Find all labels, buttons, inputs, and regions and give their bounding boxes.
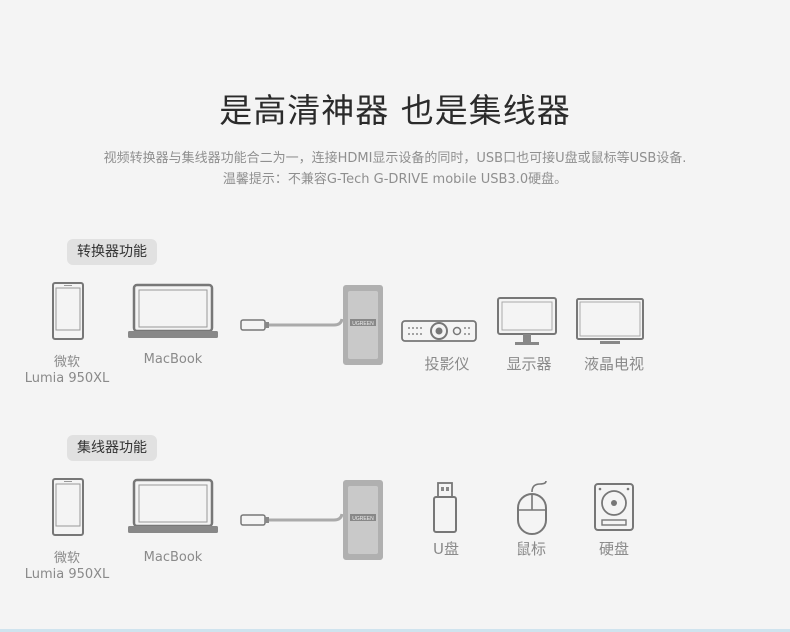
section-badge-converter: 转换器功能 <box>67 239 157 265</box>
phone-label-model: Lumia 950XL <box>24 371 110 386</box>
usb-drive-label: U盘 <box>433 540 459 558</box>
description-line-1: 视频转换器与集线器功能合二为一，连接HDMI显示设备的同时，USB口也可接U盘或… <box>103 151 687 166</box>
monitor-label: 显示器 <box>506 355 552 373</box>
mouse-icon <box>517 480 547 535</box>
usb-c-hub-icon: UGREEN <box>240 480 383 560</box>
phone-label-brand: 微软 <box>53 551 80 566</box>
tv-label: 液晶电视 <box>583 355 644 373</box>
bottom-divider <box>0 629 790 632</box>
mouse-label: 鼠标 <box>515 540 546 558</box>
phone-label-brand: 微软 <box>53 355 80 370</box>
tv-icon <box>576 298 644 344</box>
section-badge-hub: 集线器功能 <box>67 435 157 461</box>
hard-drive-icon <box>594 483 634 531</box>
svg-text:UGREEN: UGREEN <box>352 516 374 522</box>
projector-icon <box>401 320 477 342</box>
phone-label-model: Lumia 950XL <box>24 567 110 582</box>
usb-drive-icon <box>433 482 457 533</box>
description-line-2: 温馨提示：不兼容G-Tech G-DRIVE mobile USB3.0硬盘。 <box>222 172 568 187</box>
laptop-label: MacBook <box>143 550 203 565</box>
monitor-icon <box>497 297 557 345</box>
svg-text:UGREEN: UGREEN <box>352 321 374 327</box>
phone-icon <box>52 282 84 340</box>
usb-c-hub-icon: UGREEN <box>240 285 383 365</box>
hard-drive-label: 硬盘 <box>598 540 629 558</box>
laptop-icon <box>128 478 218 533</box>
phone-icon <box>52 478 84 536</box>
laptop-icon <box>128 283 218 338</box>
laptop-label: MacBook <box>143 352 203 367</box>
page-title: 是高清神器 也是集线器 <box>219 91 571 130</box>
projector-label: 投影仪 <box>424 355 470 373</box>
